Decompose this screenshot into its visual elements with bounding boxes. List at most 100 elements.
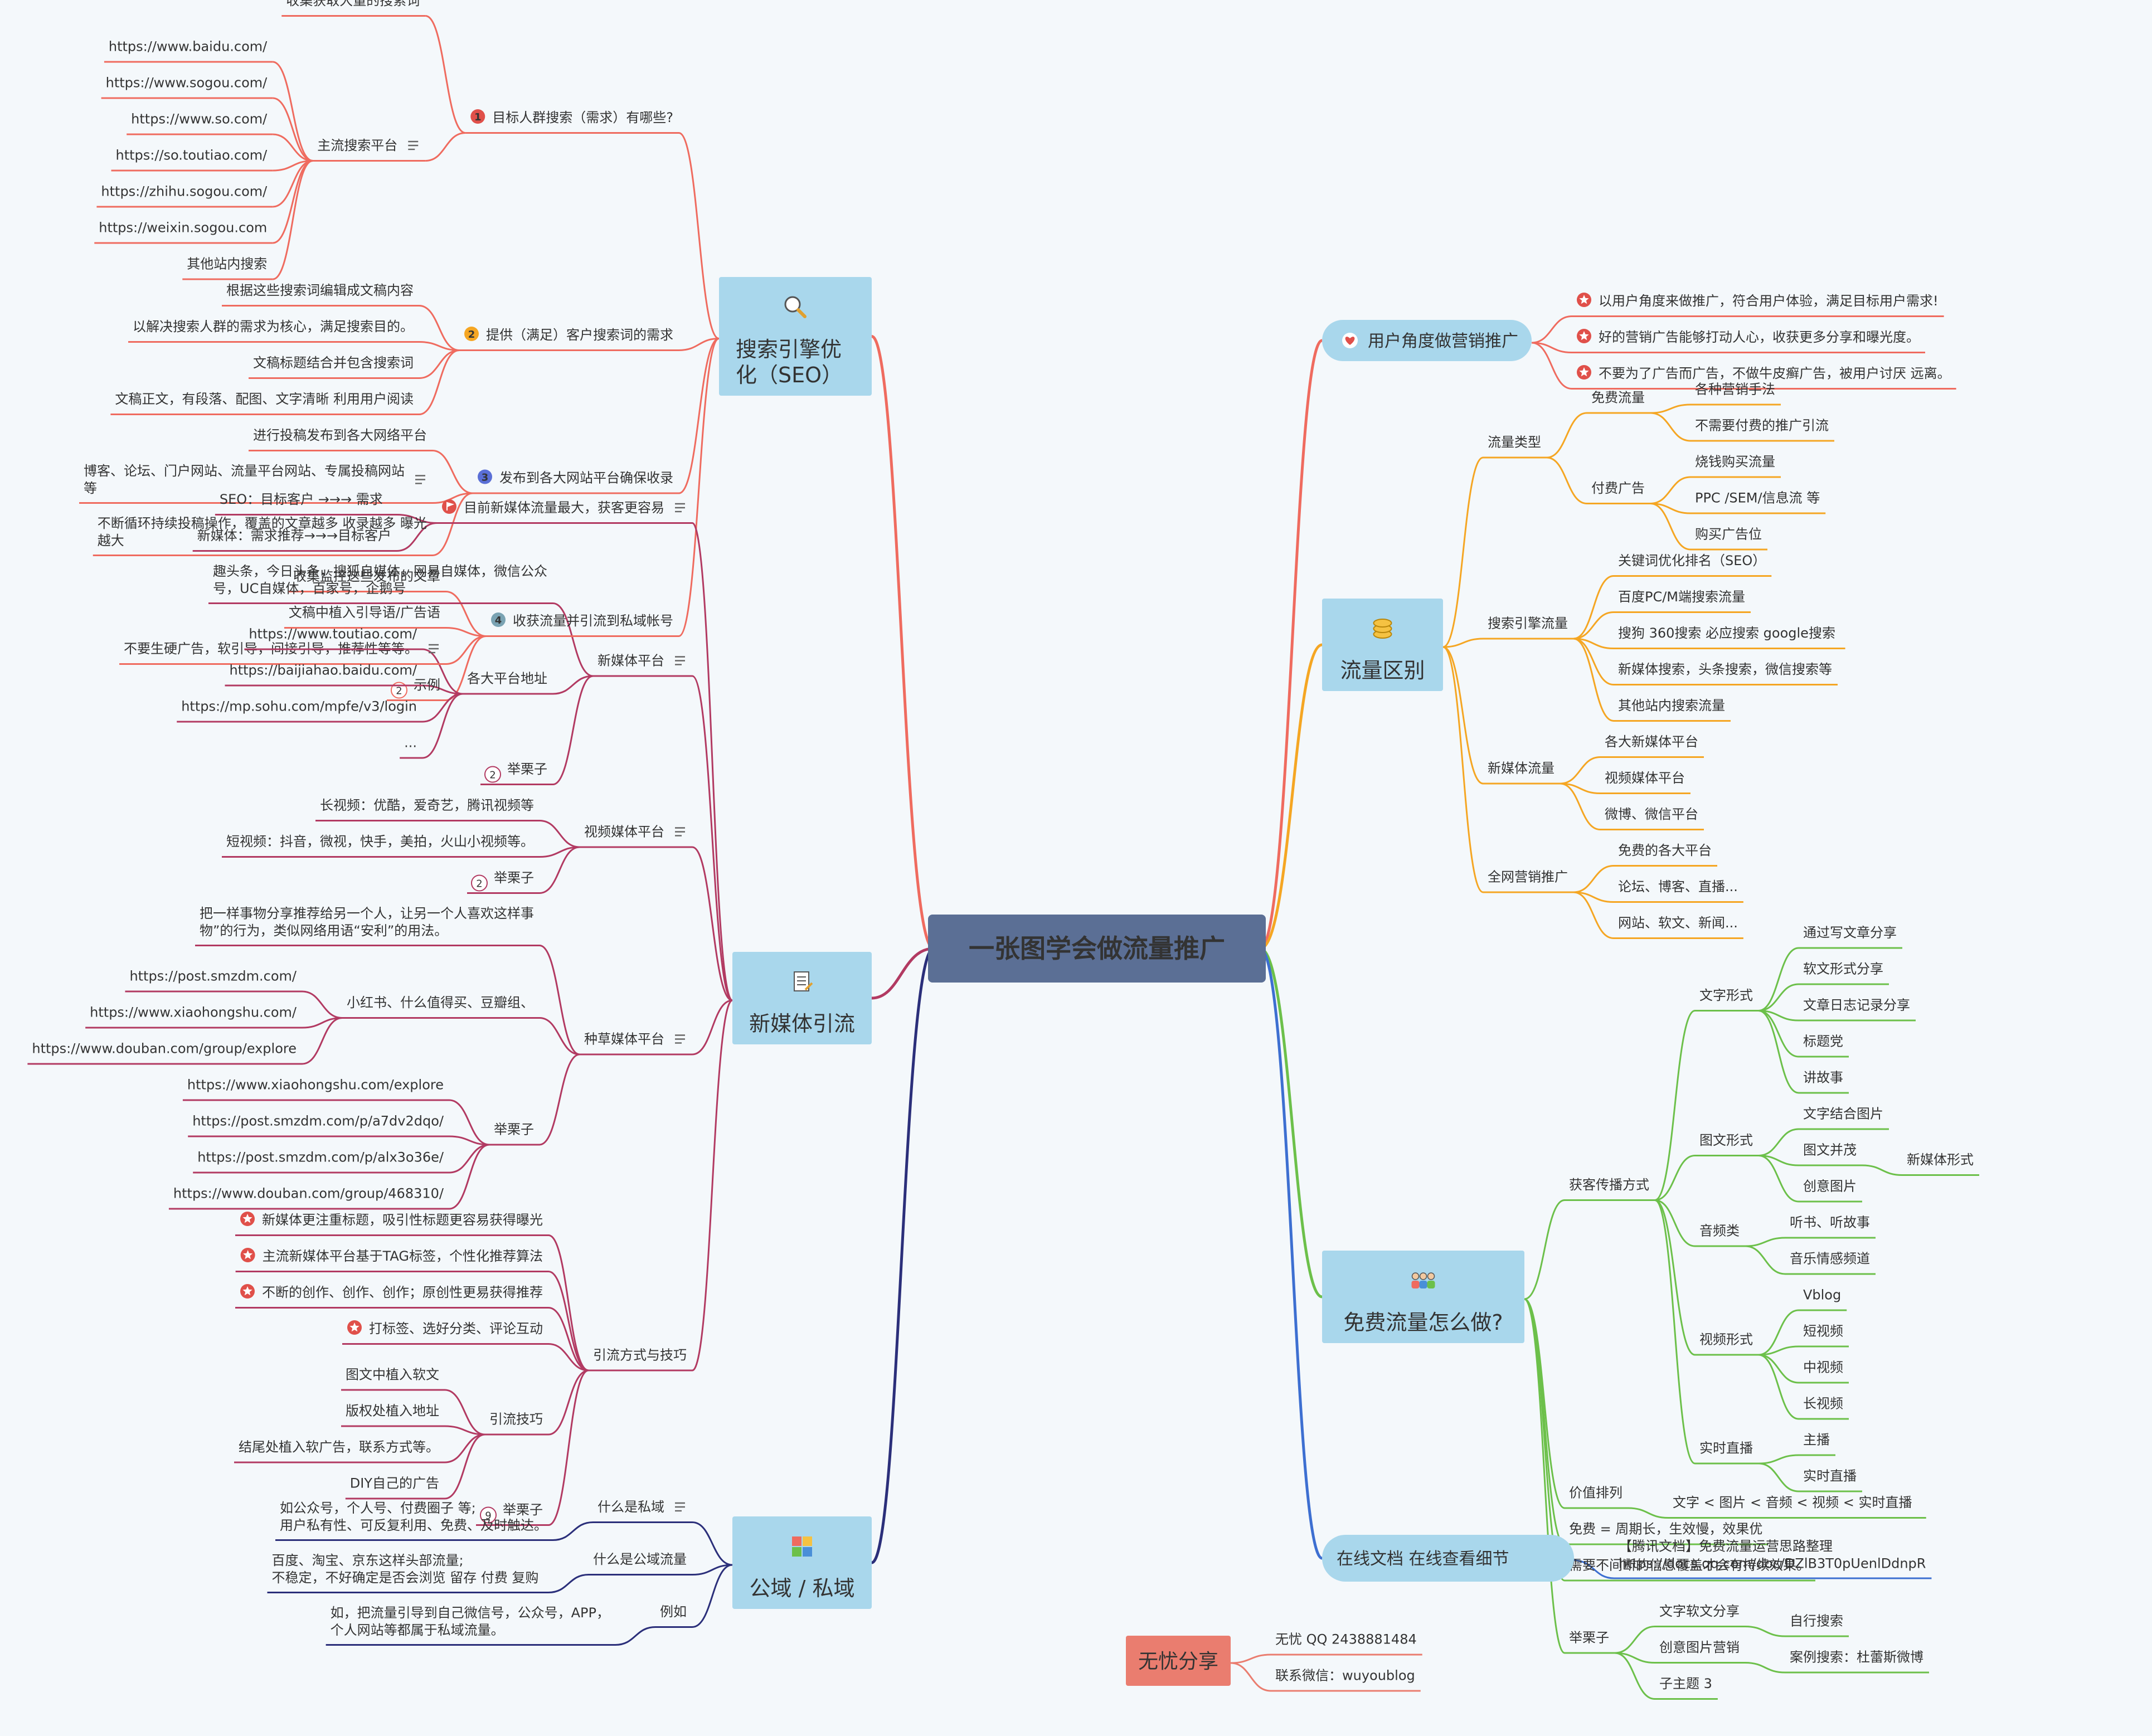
subtopic-node[interactable]: 价值排列 xyxy=(1565,1485,1628,1509)
subtopic-node[interactable]: 其他站内搜索 xyxy=(182,256,273,280)
subtopic-node[interactable]: 【腾讯文档】免费流量运营思路整理https://docs.qq.com/doc/… xyxy=(1614,1539,1932,1579)
subtopic-node[interactable]: 搜狗 360搜索 必应搜索 google搜索 xyxy=(1613,625,1845,649)
subtopic-node[interactable]: https://post.smzdm.com/p/a7dv2dqo/ xyxy=(188,1113,450,1137)
subtopic-node[interactable]: 论坛、博客、直播... xyxy=(1613,879,1743,903)
subtopic-node[interactable]: 各种营销手法 xyxy=(1690,382,1781,406)
subtopic-node[interactable]: https://mp.sohu.com/mpfe/v3/login xyxy=(177,699,423,723)
subtopic-node[interactable]: https://weixin.sogou.com xyxy=(94,220,273,244)
subtopic-node[interactable]: 图文形式 xyxy=(1694,1132,1758,1156)
subtopic-node[interactable]: 无忧 QQ 2438881484 xyxy=(1271,1632,1422,1656)
subtopic-node[interactable]: 收集获取大量的搜索词 xyxy=(281,0,426,17)
subtopic-node[interactable]: 长视频：优酷，爱奇艺，腾讯视频等 xyxy=(315,798,540,821)
subtopic-node[interactable]: 长视频 xyxy=(1798,1396,1849,1420)
subtopic-node[interactable]: 新媒体平台 xyxy=(593,653,692,677)
subtopic-node[interactable]: 免费流量 xyxy=(1586,390,1650,414)
subtopic-node[interactable]: https://baijiahao.baidu.com/ xyxy=(225,663,423,687)
highlighted-subtopic[interactable]: 新媒体更注重标题，吸引性标题更容易获得曝光 xyxy=(235,1212,549,1236)
subtopic-node[interactable]: 把一样事物分享推荐给另一个人，让另一个人喜欢这样事物”的行为，类似网络用语“安利… xyxy=(195,906,540,946)
subtopic-node[interactable]: 主播 xyxy=(1798,1432,1835,1456)
subtopic-node[interactable]: 视频媒体平台 xyxy=(1600,770,1690,794)
subtopic-node[interactable]: 付费广告 xyxy=(1586,480,1650,504)
highlighted-subtopic[interactable]: 以用户角度来做推广，符合用户体验，满足目标用户需求! xyxy=(1572,293,1944,317)
subtopic-node[interactable]: 不需要付费的推广引流 xyxy=(1690,418,1834,442)
subtopic-node[interactable]: 根据这些搜索词编辑成文稿内容 xyxy=(222,283,420,307)
subtopic-node[interactable]: 新媒体形式 xyxy=(1902,1152,1979,1176)
highlighted-subtopic[interactable]: 不要为了广告而广告，不做牛皮癣广告，被用户讨厌 远离。 xyxy=(1572,365,1956,390)
subtopic-node[interactable]: 中视频 xyxy=(1798,1360,1849,1384)
subtopic-node[interactable]: 新媒体流量 xyxy=(1483,761,1560,785)
subtopic-node[interactable]: https://post.smzdm.com/p/alx3o36e/ xyxy=(193,1150,450,1174)
subtopic-node[interactable]: 联系微信：wuyoublog xyxy=(1271,1668,1421,1692)
subtopic-node[interactable]: 图文并茂 xyxy=(1798,1142,1862,1166)
subtopic-node[interactable]: 新媒体搜索，头条搜索，微信搜索等 xyxy=(1613,662,1838,685)
subtopic-node[interactable]: 免费 = 周期长，生效慢，效果优 xyxy=(1565,1521,1769,1545)
subtopic-node[interactable]: 听书、听故事 xyxy=(1785,1215,1876,1239)
subtopic-node[interactable]: 流量类型 xyxy=(1483,435,1547,459)
subtopic-node[interactable]: 文字结合图片 xyxy=(1798,1106,1889,1130)
subtopic-node[interactable]: 需要不间断的信息覆盖才会有持续效果。 xyxy=(1565,1558,1815,1582)
subtopic-node[interactable]: ... xyxy=(400,735,423,759)
note-icon[interactable] xyxy=(675,503,685,513)
note-icon[interactable] xyxy=(408,140,419,150)
subtopic-node[interactable]: 主流搜索平台 xyxy=(313,138,426,162)
share-topic[interactable]: 无忧分享 xyxy=(1126,1636,1231,1686)
subtopic-node[interactable]: 如公众号，个人号、付费圈子 等;用户私有性、可反复利用、免费、及时触达。 xyxy=(275,1500,553,1541)
subtopic-node[interactable]: https://www.sogou.com/ xyxy=(101,75,273,99)
subtopic-node[interactable]: 图文中植入软文 xyxy=(341,1367,445,1391)
subtopic-node[interactable]: 短视频：抖音，微视，快手，美拍，火山小视频等。 xyxy=(222,834,540,858)
subtopic-node[interactable]: 子主题 3 xyxy=(1654,1676,1718,1700)
subtopic-node[interactable]: 百度PC/M端搜索流量 xyxy=(1613,589,1751,613)
highlighted-subtopic[interactable]: 打标签、选好分类、评论互动 xyxy=(342,1320,549,1345)
subtopic-node[interactable]: 举栗子 xyxy=(489,1122,540,1146)
subtopic-node[interactable]: https://www.toutiao.com/ xyxy=(244,626,423,650)
subtopic-node[interactable]: 讲故事 xyxy=(1798,1070,1849,1094)
subtopic-node[interactable]: 免费的各大平台 xyxy=(1613,843,1717,867)
subtopic-node[interactable]: 引流技巧 xyxy=(485,1412,549,1436)
subtopic-node[interactable]: 结尾处植入软广告，联系方式等。 xyxy=(234,1440,445,1463)
subtopic-node[interactable]: 自行搜索 xyxy=(1785,1613,1849,1637)
subtopic-node[interactable]: 视频媒体平台 xyxy=(580,824,692,848)
note-icon[interactable] xyxy=(675,1034,685,1044)
subtopic-node[interactable]: 不要生硬广告，软引导，间接引导，推荐性等等。 xyxy=(119,641,446,665)
subtopic-node[interactable]: 通过写文章分享 xyxy=(1798,925,1902,949)
highlighted-subtopic[interactable]: 不断的创作、创作、创作；原创性更易获得推荐 xyxy=(235,1284,549,1309)
subtopic-node[interactable]: 各大新媒体平台 xyxy=(1600,734,1704,758)
subtopic-node[interactable]: 以解决搜索人群的需求为核心，满足搜索目的。 xyxy=(128,319,420,343)
subtopic-node[interactable]: https://www.xiaohongshu.com/explore xyxy=(182,1077,450,1101)
subtopic-node[interactable]: https://zhihu.sogou.com/ xyxy=(96,184,273,208)
subtopic-node[interactable]: 创意图片营销 xyxy=(1654,1640,1745,1664)
subtopic-node[interactable]: Vblog xyxy=(1798,1287,1847,1311)
collapsed-count-badge[interactable]: 2 xyxy=(484,766,502,783)
note-icon[interactable] xyxy=(429,644,439,654)
subtopic-node[interactable]: 实时直播 xyxy=(1694,1441,1758,1465)
collapsed-count-badge[interactable]: 2 xyxy=(471,874,488,892)
subtopic-node[interactable]: 烧钱购买流量 xyxy=(1690,454,1781,478)
subtopic-node[interactable]: 创意图片 xyxy=(1798,1179,1862,1203)
main-topic-user[interactable]: 用户角度做营销推广 xyxy=(1322,320,1532,361)
main-topic-free[interactable]: 免费流量怎么做? xyxy=(1322,1251,1524,1343)
subtopic-node[interactable]: 新媒体：需求推荐→→→目标客户 xyxy=(192,528,397,552)
subtopic-node[interactable]: 百度、淘宝、京东这样头部流量;不稳定，不好确定是否会浏览 留存 付费 复购 xyxy=(267,1553,549,1593)
subtopic-node[interactable]: https://www.baidu.com/ xyxy=(104,39,273,63)
note-icon[interactable] xyxy=(675,656,685,665)
subtopic-node[interactable]: PPC /SEM/信息流 等 xyxy=(1690,490,1826,514)
subtopic-node[interactable]: 实时直播 xyxy=(1798,1468,1862,1492)
main-topic-newmedia[interactable]: 新媒体引流 xyxy=(732,952,872,1044)
subtopic-node[interactable]: https://www.douban.com/group/468310/ xyxy=(168,1186,450,1210)
subtopic-node[interactable]: 引流方式与技巧 xyxy=(589,1348,692,1372)
subtopic-node[interactable]: 进行投稿发布到各大网络平台 xyxy=(249,427,433,451)
subtopic-node[interactable]: 文稿标题结合并包含搜索词 xyxy=(249,355,420,379)
subtopic-node[interactable]: 各大平台地址 xyxy=(463,671,553,695)
subtopic-node[interactable]: 微博、微信平台 xyxy=(1600,806,1704,830)
subtopic-node[interactable]: 种草媒体平台 xyxy=(580,1032,692,1056)
subtopic-node[interactable]: 文章日志记录分享 xyxy=(1798,998,1916,1022)
subtopic-node[interactable]: https://so.toutiao.com/ xyxy=(111,148,273,172)
